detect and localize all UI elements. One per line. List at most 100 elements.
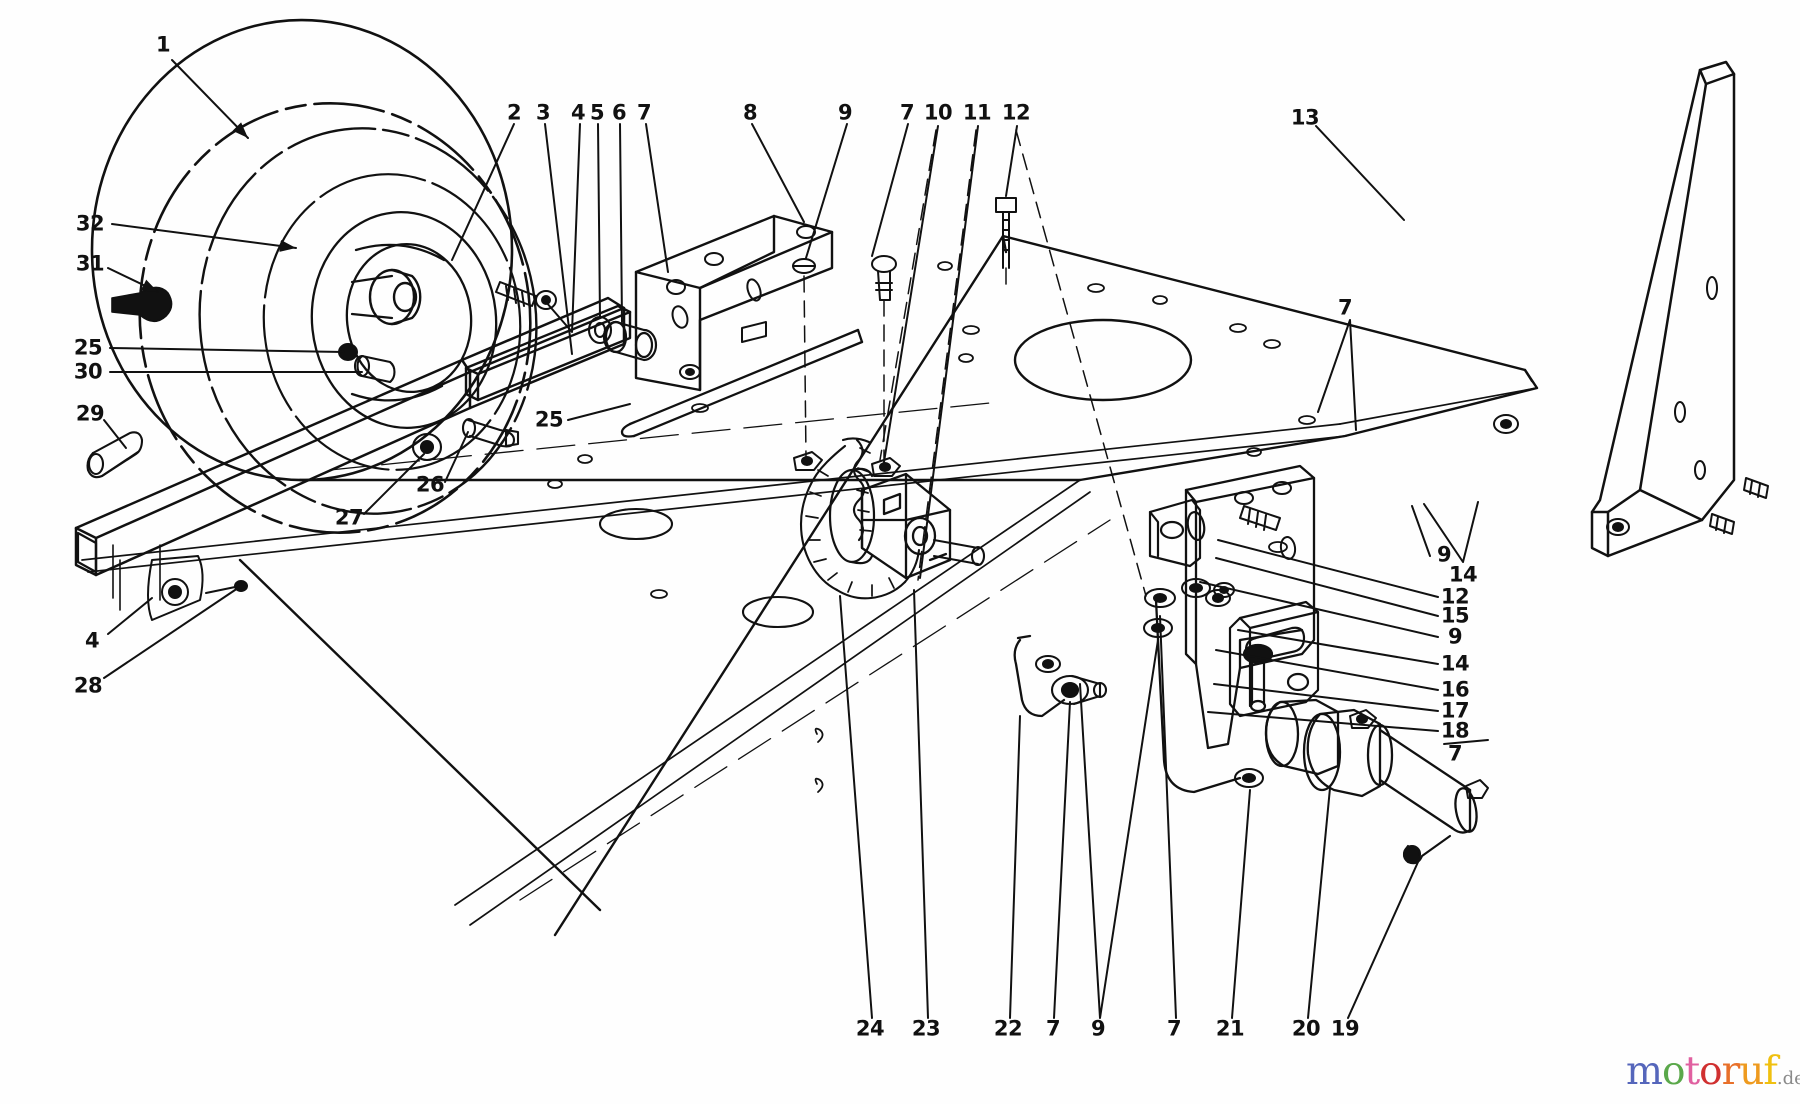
- watermark-letter-o2: o: [1699, 1049, 1723, 1094]
- support-bracket-8: [634, 214, 834, 392]
- callout-9-bottom: 9: [1090, 1016, 1106, 1041]
- long-rod-link: [620, 328, 864, 438]
- shift-bracket-tab: [1148, 498, 1206, 568]
- callout-23: 23: [911, 1016, 941, 1041]
- callout-11: 11: [962, 100, 992, 125]
- callout-6: 6: [611, 100, 627, 125]
- callout-9-right-a: 9: [1436, 542, 1452, 567]
- callout-14-right-b: 14: [1440, 651, 1470, 676]
- deck-hole-small-2: [741, 595, 815, 629]
- hex-nut-7a: [793, 451, 823, 471]
- link-washers: [1143, 578, 1211, 638]
- lock-washer-9a: [792, 258, 816, 274]
- callout-21: 21: [1215, 1016, 1245, 1041]
- shift-bracket-15: [1184, 464, 1316, 750]
- right-side-shield-13: [1590, 60, 1736, 558]
- shift-plate-17: [1228, 600, 1320, 718]
- sprocket-23: [828, 467, 876, 565]
- callout-3: 3: [535, 100, 551, 125]
- transaxle-shaft: [932, 538, 986, 567]
- rear-wheel-tire: [90, 18, 514, 482]
- deck-hole-small-1: [598, 507, 674, 541]
- callout-16: 16: [1440, 677, 1470, 702]
- callout-7-top-a: 7: [636, 100, 652, 125]
- watermark-suffix: .de: [1776, 1068, 1800, 1089]
- frame-rail-detail: [112, 544, 161, 611]
- watermark-letter-u: u: [1739, 1049, 1764, 1094]
- watermark-letter-r: r: [1721, 1049, 1741, 1094]
- axle-hub-20: [1302, 708, 1394, 798]
- callout-10: 10: [923, 100, 953, 125]
- deck-bend-marks: [814, 727, 824, 793]
- dashed-assembly-lines: [803, 129, 1147, 597]
- shift-bracket-holes: [1213, 481, 1292, 598]
- callout-7-top-b: 7: [899, 100, 915, 125]
- clevis-pin-29: [86, 431, 144, 479]
- callout-30: 30: [73, 359, 103, 384]
- shield-holes: [1606, 276, 1718, 536]
- callout-7-right-bottom: 7: [1447, 741, 1463, 766]
- deck-surface-detail: [329, 401, 1111, 901]
- callout-8: 8: [742, 100, 758, 125]
- hex-nut-7-right: [1349, 709, 1489, 799]
- callout-25-mid: 25: [534, 407, 564, 432]
- transaxle-housing-22: [860, 472, 952, 580]
- pivot-sleeve-18: [1264, 698, 1340, 776]
- callout-25-left: 25: [73, 335, 103, 360]
- rail-bracket-plate: [147, 555, 204, 621]
- shift-rod-22: [1013, 634, 1066, 718]
- hex-nut-7b: [871, 457, 901, 477]
- callout-9-top: 9: [837, 100, 853, 125]
- mower-deck-plate: [238, 234, 1539, 937]
- shift-knob-16: [1242, 643, 1274, 713]
- callout-13: 13: [1290, 105, 1320, 130]
- tie-rod-link: [464, 304, 632, 402]
- cotter-pin-19: [1402, 834, 1452, 865]
- callout-12-right: 12: [1440, 584, 1470, 609]
- axle-shaft-19: [1378, 728, 1478, 834]
- callout-7-bottom-b: 7: [1166, 1016, 1182, 1041]
- callout-24: 24: [855, 1016, 885, 1041]
- callout-5: 5: [589, 100, 605, 125]
- rod-pin-26: [461, 417, 520, 448]
- vertical-link-rod: [1154, 598, 1242, 794]
- callout-7-right-top: 7: [1337, 295, 1353, 320]
- callout-1: 1: [155, 32, 171, 57]
- watermark-letter-t: t: [1684, 1049, 1700, 1094]
- callout-26: 26: [415, 472, 445, 497]
- callout-18: 18: [1440, 718, 1470, 743]
- frame-rail-end-cap: [76, 531, 98, 574]
- hub-washer-21: [1234, 768, 1264, 788]
- callout-12-top: 12: [1001, 100, 1031, 125]
- wheel-hub: [368, 268, 422, 326]
- leader-lines: [103, 59, 1489, 1019]
- callout-15: 15: [1440, 603, 1470, 628]
- callout-17: 17: [1440, 698, 1470, 723]
- callout-31: 31: [75, 251, 105, 276]
- shield-mount-hardware: [1239, 414, 1769, 535]
- callout-4-top: 4: [570, 100, 586, 125]
- watermark-letter-m: m: [1626, 1049, 1663, 1094]
- callout-4-left: 4: [84, 628, 100, 653]
- shift-rod-swivel: [1050, 674, 1108, 706]
- callout-14-right-a: 14: [1448, 562, 1478, 587]
- washer-27: [411, 432, 443, 462]
- wheel-rim: [310, 211, 498, 429]
- callout-7-bottom-a: 7: [1045, 1016, 1061, 1041]
- callout-27: 27: [334, 505, 364, 530]
- watermark-letter-f: f: [1763, 1049, 1777, 1094]
- hex-bolt-12-top: [995, 197, 1017, 269]
- wheel-axle-stub: [350, 274, 394, 320]
- callout-22: 22: [993, 1016, 1023, 1041]
- callout-20: 20: [1291, 1016, 1321, 1041]
- right-deck-hardware: [1205, 536, 1297, 607]
- carriage-bolt-9b: [871, 255, 897, 301]
- callout-19: 19: [1330, 1016, 1360, 1041]
- callout-32: 32: [75, 211, 105, 236]
- site-watermark: motoruf.de: [1626, 1052, 1800, 1091]
- callout-2: 2: [506, 100, 522, 125]
- hex-bolt-3: [495, 281, 557, 310]
- deck-plate-edge-lines: [81, 387, 1538, 926]
